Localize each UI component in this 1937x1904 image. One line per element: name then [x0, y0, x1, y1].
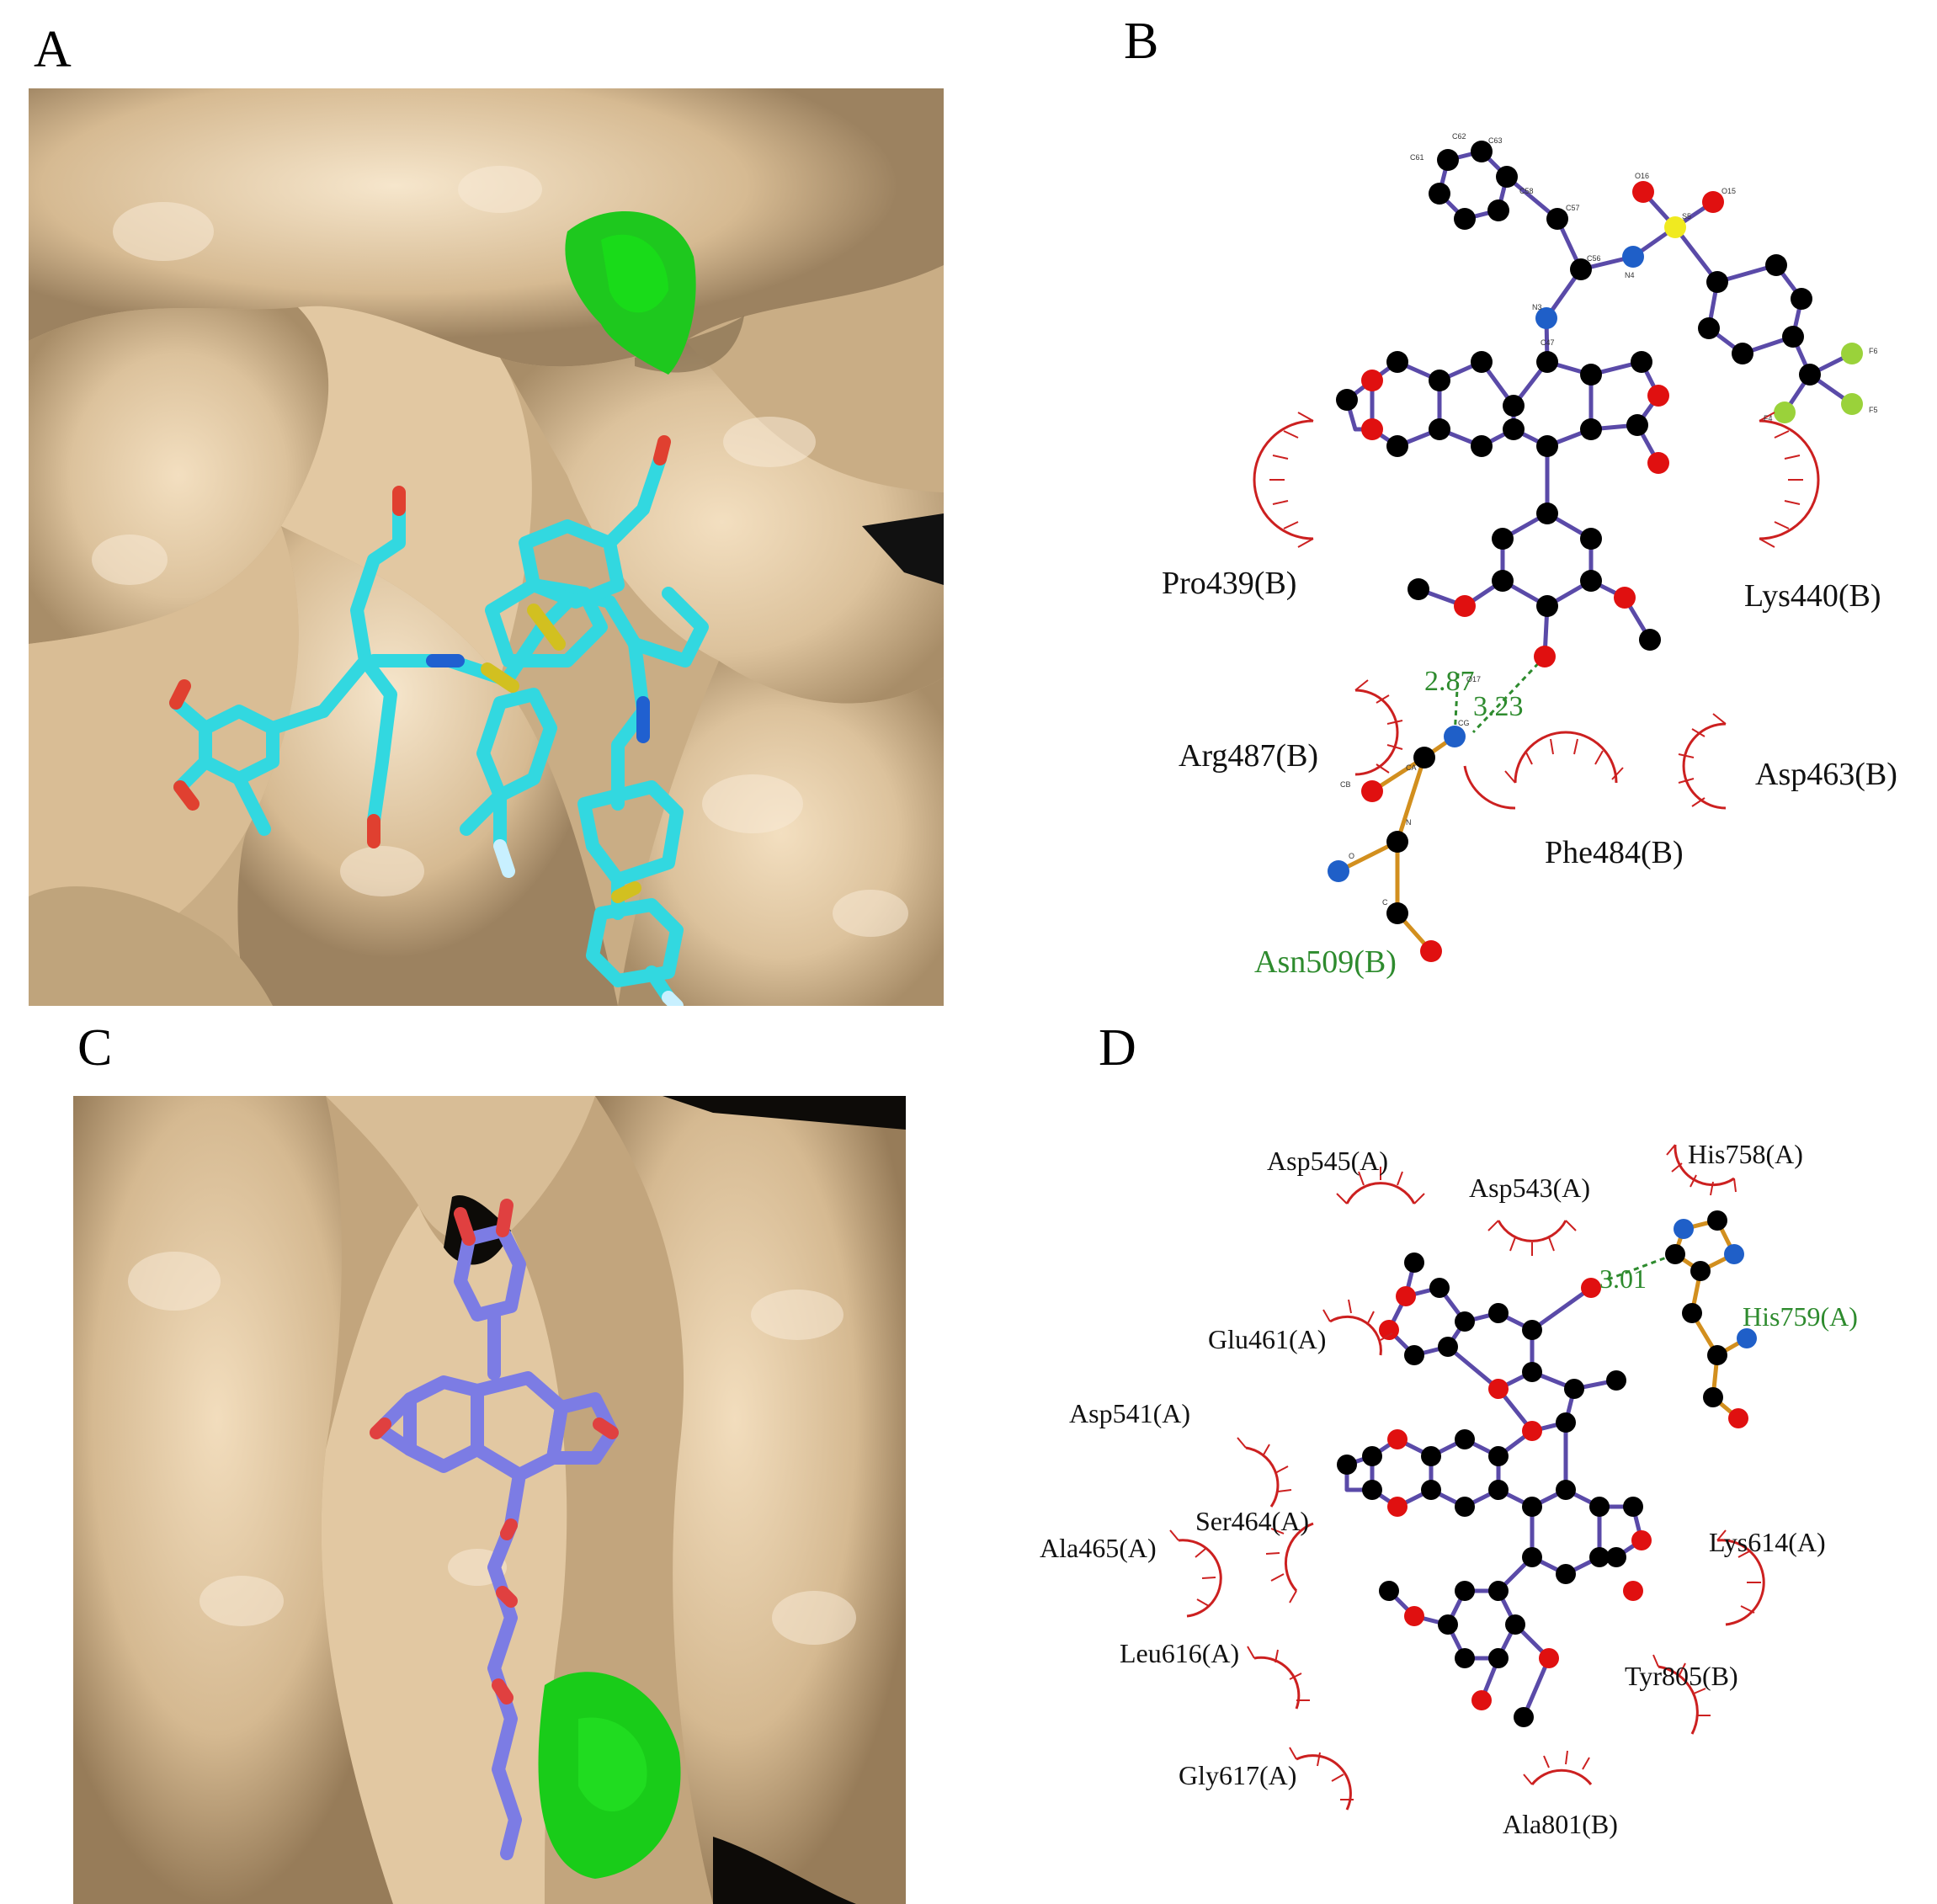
panel-letter-a: A — [34, 21, 72, 78]
hbond-residue-label: His759(A) — [1743, 1301, 1858, 1332]
panel-c-ligand-sticks — [73, 1096, 906, 1904]
hbond-distance-label: 3.23 — [1473, 691, 1524, 722]
atom-label: CG — [1458, 719, 1470, 727]
residue-label: Ser464(A) — [1195, 1506, 1309, 1536]
residue-label: Lys614(A) — [1709, 1527, 1826, 1557]
panel-a-surface-image — [29, 88, 944, 1006]
panel-d-interaction-diagram: Asp545(A) Asp543(A) His758(A) Glu461(A) … — [1027, 1120, 1919, 1885]
hbond-distance-label: 3.01 — [1599, 1263, 1647, 1294]
atom-label: CA — [1406, 763, 1417, 772]
panel-letter-c: C — [77, 1019, 113, 1077]
residue-label: Ala465(A) — [1040, 1533, 1157, 1563]
residue-label: Leu616(A) — [1120, 1638, 1239, 1668]
residue-label: Tyr805(B) — [1625, 1661, 1738, 1691]
atom-label: CB — [1340, 780, 1351, 789]
atom-label: C — [1382, 898, 1388, 907]
atom-label: N3 — [1532, 303, 1542, 311]
residue-label: Asp545(A) — [1267, 1146, 1388, 1176]
residue-label: Pro439(B) — [1162, 566, 1296, 601]
residue-label: Glu461(A) — [1208, 1324, 1326, 1354]
atom-label: N — [1406, 818, 1412, 827]
atom-label: F6 — [1869, 347, 1878, 355]
residue-label: Asp543(A) — [1469, 1173, 1590, 1203]
atom-label: O — [1349, 852, 1354, 860]
atom-label: S5 — [1682, 212, 1691, 221]
panel-letter-b: B — [1124, 13, 1159, 70]
atom-label: C62 — [1452, 132, 1466, 141]
residue-label: Ala801(B) — [1503, 1809, 1618, 1839]
panel-a-ligand-sticks — [29, 88, 944, 1006]
residue-label: Phe484(B) — [1545, 835, 1684, 870]
atom-label: O17 — [1466, 675, 1481, 683]
residue-label: Gly617(A) — [1179, 1760, 1296, 1790]
atom-label: C58 — [1519, 187, 1534, 195]
atom-label: O15 — [1721, 187, 1736, 195]
residue-label: Arg487(B) — [1179, 738, 1318, 774]
residue-label: Lys440(B) — [1744, 578, 1881, 614]
hbond-residue-label: Asn509(B) — [1254, 944, 1397, 980]
residue-label: His758(A) — [1688, 1139, 1803, 1169]
atom-label: F4 — [1764, 414, 1773, 423]
residue-label: Asp463(B) — [1755, 757, 1897, 792]
atom-label: N4 — [1625, 271, 1635, 279]
atom-label: C61 — [1410, 153, 1424, 162]
panel-letter-d: D — [1099, 1019, 1136, 1077]
hbond-distance-label: 2.87 — [1424, 666, 1475, 697]
panel-a-surface-svg — [29, 88, 944, 1006]
atom-label: C63 — [1488, 136, 1503, 145]
atom-label: F5 — [1869, 406, 1878, 414]
residue-label: Asp541(A) — [1069, 1398, 1190, 1428]
atom-label: O16 — [1635, 172, 1649, 180]
atom-label: C47 — [1541, 338, 1555, 347]
panel-b-interaction-diagram: Pro439(B) Lys440(B) Arg487(B) Asp463(B) … — [1120, 84, 1928, 1018]
atom-label: C57 — [1566, 204, 1580, 212]
atom-label: C56 — [1587, 254, 1601, 263]
